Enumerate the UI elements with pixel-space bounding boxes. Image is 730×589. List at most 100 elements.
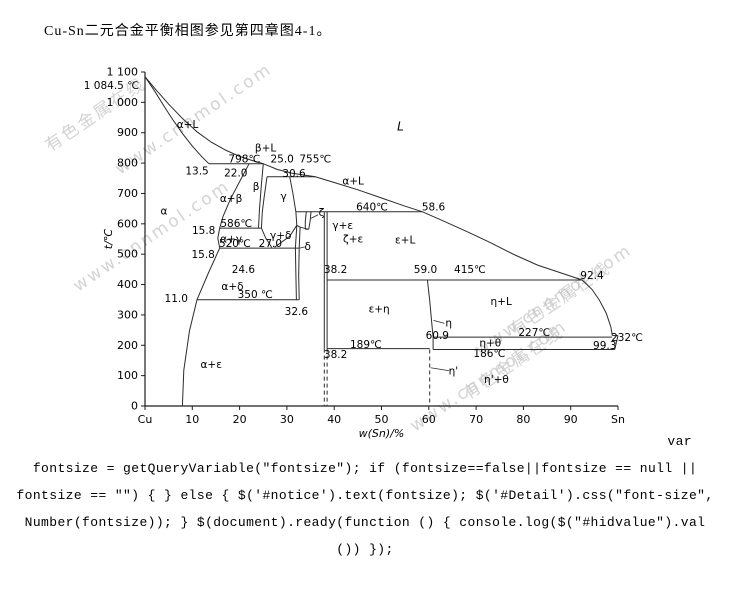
- x-tick-label: Sn: [611, 413, 625, 426]
- phase-label: 24.6: [232, 264, 256, 276]
- leader-line: [299, 246, 305, 249]
- melting-point-label: 1 084.5 ℃: [84, 80, 139, 92]
- y-tick-label: 500: [117, 248, 138, 261]
- beta-left-boundary: [219, 163, 250, 229]
- code-block: var fontsize = getQueryVariable("fontsiz…: [0, 428, 730, 563]
- gamma-left-lower-boundary: [260, 227, 273, 248]
- alpha-right-boundary: [217, 228, 221, 249]
- liquidus-left-line: [144, 76, 264, 165]
- phase-label: γ: [280, 191, 286, 203]
- phase-label: 92.4: [580, 270, 604, 282]
- phase-label: L: [397, 119, 404, 133]
- phase-label: 15.8: [191, 249, 214, 261]
- phase-label: 227℃: [518, 327, 550, 339]
- sn-solidus-line: [614, 335, 619, 350]
- delta-left-boundary: [294, 225, 298, 300]
- phase-label: γ+ε: [332, 220, 353, 232]
- phase-label: 15.8: [192, 225, 215, 237]
- phase-label: α+ε: [201, 359, 222, 371]
- y-tick-label: 100: [117, 369, 138, 382]
- liquidus-right-line: [263, 163, 613, 336]
- phase-label: 99.3: [593, 340, 616, 352]
- x-tick-label: 10: [185, 413, 199, 426]
- y-tick-label: 900: [117, 126, 138, 139]
- alpha-solvus-line: [181, 247, 221, 407]
- y-tick-label: 1 000: [107, 96, 139, 109]
- phase-label: 22.0: [224, 168, 247, 180]
- y-tick-label: 0: [131, 400, 138, 413]
- phase-label: 520℃: [219, 238, 251, 250]
- phase-label: α+L: [177, 119, 199, 131]
- phase-label: 11.0: [165, 293, 188, 305]
- phase-label: 27.0: [259, 238, 282, 250]
- phase-label: β+L: [255, 143, 276, 155]
- phase-label: 350 ℃: [238, 289, 273, 301]
- y-axis-label: t/℃: [102, 228, 115, 249]
- x-tick-label: 90: [564, 413, 578, 426]
- y-tick-label: 800: [117, 157, 138, 170]
- phase-label: ε+L: [395, 235, 415, 247]
- x-axis-label: w(Sn)/%: [359, 427, 405, 440]
- phase-label: 640℃: [356, 202, 388, 214]
- phase-label: η+L: [491, 296, 512, 308]
- y-tick-label: 600: [117, 217, 138, 230]
- alpha-solidus-line: [144, 76, 210, 165]
- phase-label: η': [449, 366, 459, 378]
- phase-label: 60.9: [426, 330, 449, 342]
- x-tick-label: 20: [233, 413, 247, 426]
- zeta-right-boundary: [308, 211, 312, 230]
- phase-label: α+L: [342, 175, 364, 187]
- phase-label: ζ: [319, 207, 325, 219]
- y-tick-label: 1 100: [107, 66, 139, 79]
- y-tick-label: 700: [117, 187, 138, 200]
- phase-label: 415℃: [454, 264, 486, 276]
- phase-label: α+γ: [220, 234, 242, 246]
- phase-label: 186℃: [473, 348, 505, 360]
- phase-label: 13.5: [185, 166, 208, 178]
- x-tick-label: 80: [516, 413, 530, 426]
- phase-label: 32.6: [285, 306, 309, 318]
- x-tick-label: 70: [469, 413, 483, 426]
- x-tick-label: 60: [422, 413, 436, 426]
- x-tick-label: Cu: [138, 413, 153, 426]
- y-tick-label: 400: [117, 278, 138, 291]
- phase-label: η'+θ: [484, 374, 509, 386]
- leader-line: [430, 367, 450, 372]
- phase-label: 30.6: [282, 168, 306, 180]
- axes: [144, 72, 618, 407]
- code-line: fontsize == "") { } else { $('#notice').…: [16, 488, 714, 503]
- phase-label: δ: [304, 241, 310, 253]
- eta-left-boundary: [426, 279, 434, 350]
- phase-label: η: [445, 317, 452, 329]
- phase-label: α: [160, 206, 167, 218]
- phase-label: ε+η: [369, 303, 390, 315]
- y-tick-label: 300: [117, 308, 138, 321]
- phase-label: α+β: [220, 193, 242, 205]
- phase-label: 58.6: [422, 202, 446, 214]
- beta-right-boundary: [258, 163, 264, 229]
- code-line: fontsize = getQueryVariable("fontsize");…: [32, 461, 698, 476]
- phase-label: 38.2: [324, 349, 347, 361]
- leader-line: [433, 319, 445, 324]
- leader-line: [310, 214, 319, 219]
- phase-label: α+δ: [221, 281, 243, 293]
- caption-text: Cu-Sn二元合金平衡相图参见第四章图4-1。: [44, 24, 332, 39]
- phase-label: 755℃: [299, 153, 331, 165]
- phase-label: β: [253, 181, 260, 193]
- phase-label: ζ+ε: [343, 234, 363, 246]
- delta-right-boundary: [296, 224, 301, 300]
- phase-label: γ+δ: [270, 230, 291, 242]
- phase-label: 38.2: [324, 264, 347, 276]
- phase-label: 25.0: [270, 153, 293, 165]
- gamma-left-boundary: [260, 176, 268, 229]
- x-tick-label: 30: [280, 413, 294, 426]
- phase-label: 586℃: [220, 218, 252, 230]
- x-tick-label: 50: [375, 413, 389, 426]
- phase-label: 189℃: [350, 339, 382, 351]
- x-tick-label: 40: [327, 413, 341, 426]
- phase-label: 798℃: [228, 153, 260, 165]
- code-line: ()) });: [336, 542, 394, 557]
- code-line: var: [667, 434, 692, 449]
- y-tick-label: 200: [117, 339, 138, 352]
